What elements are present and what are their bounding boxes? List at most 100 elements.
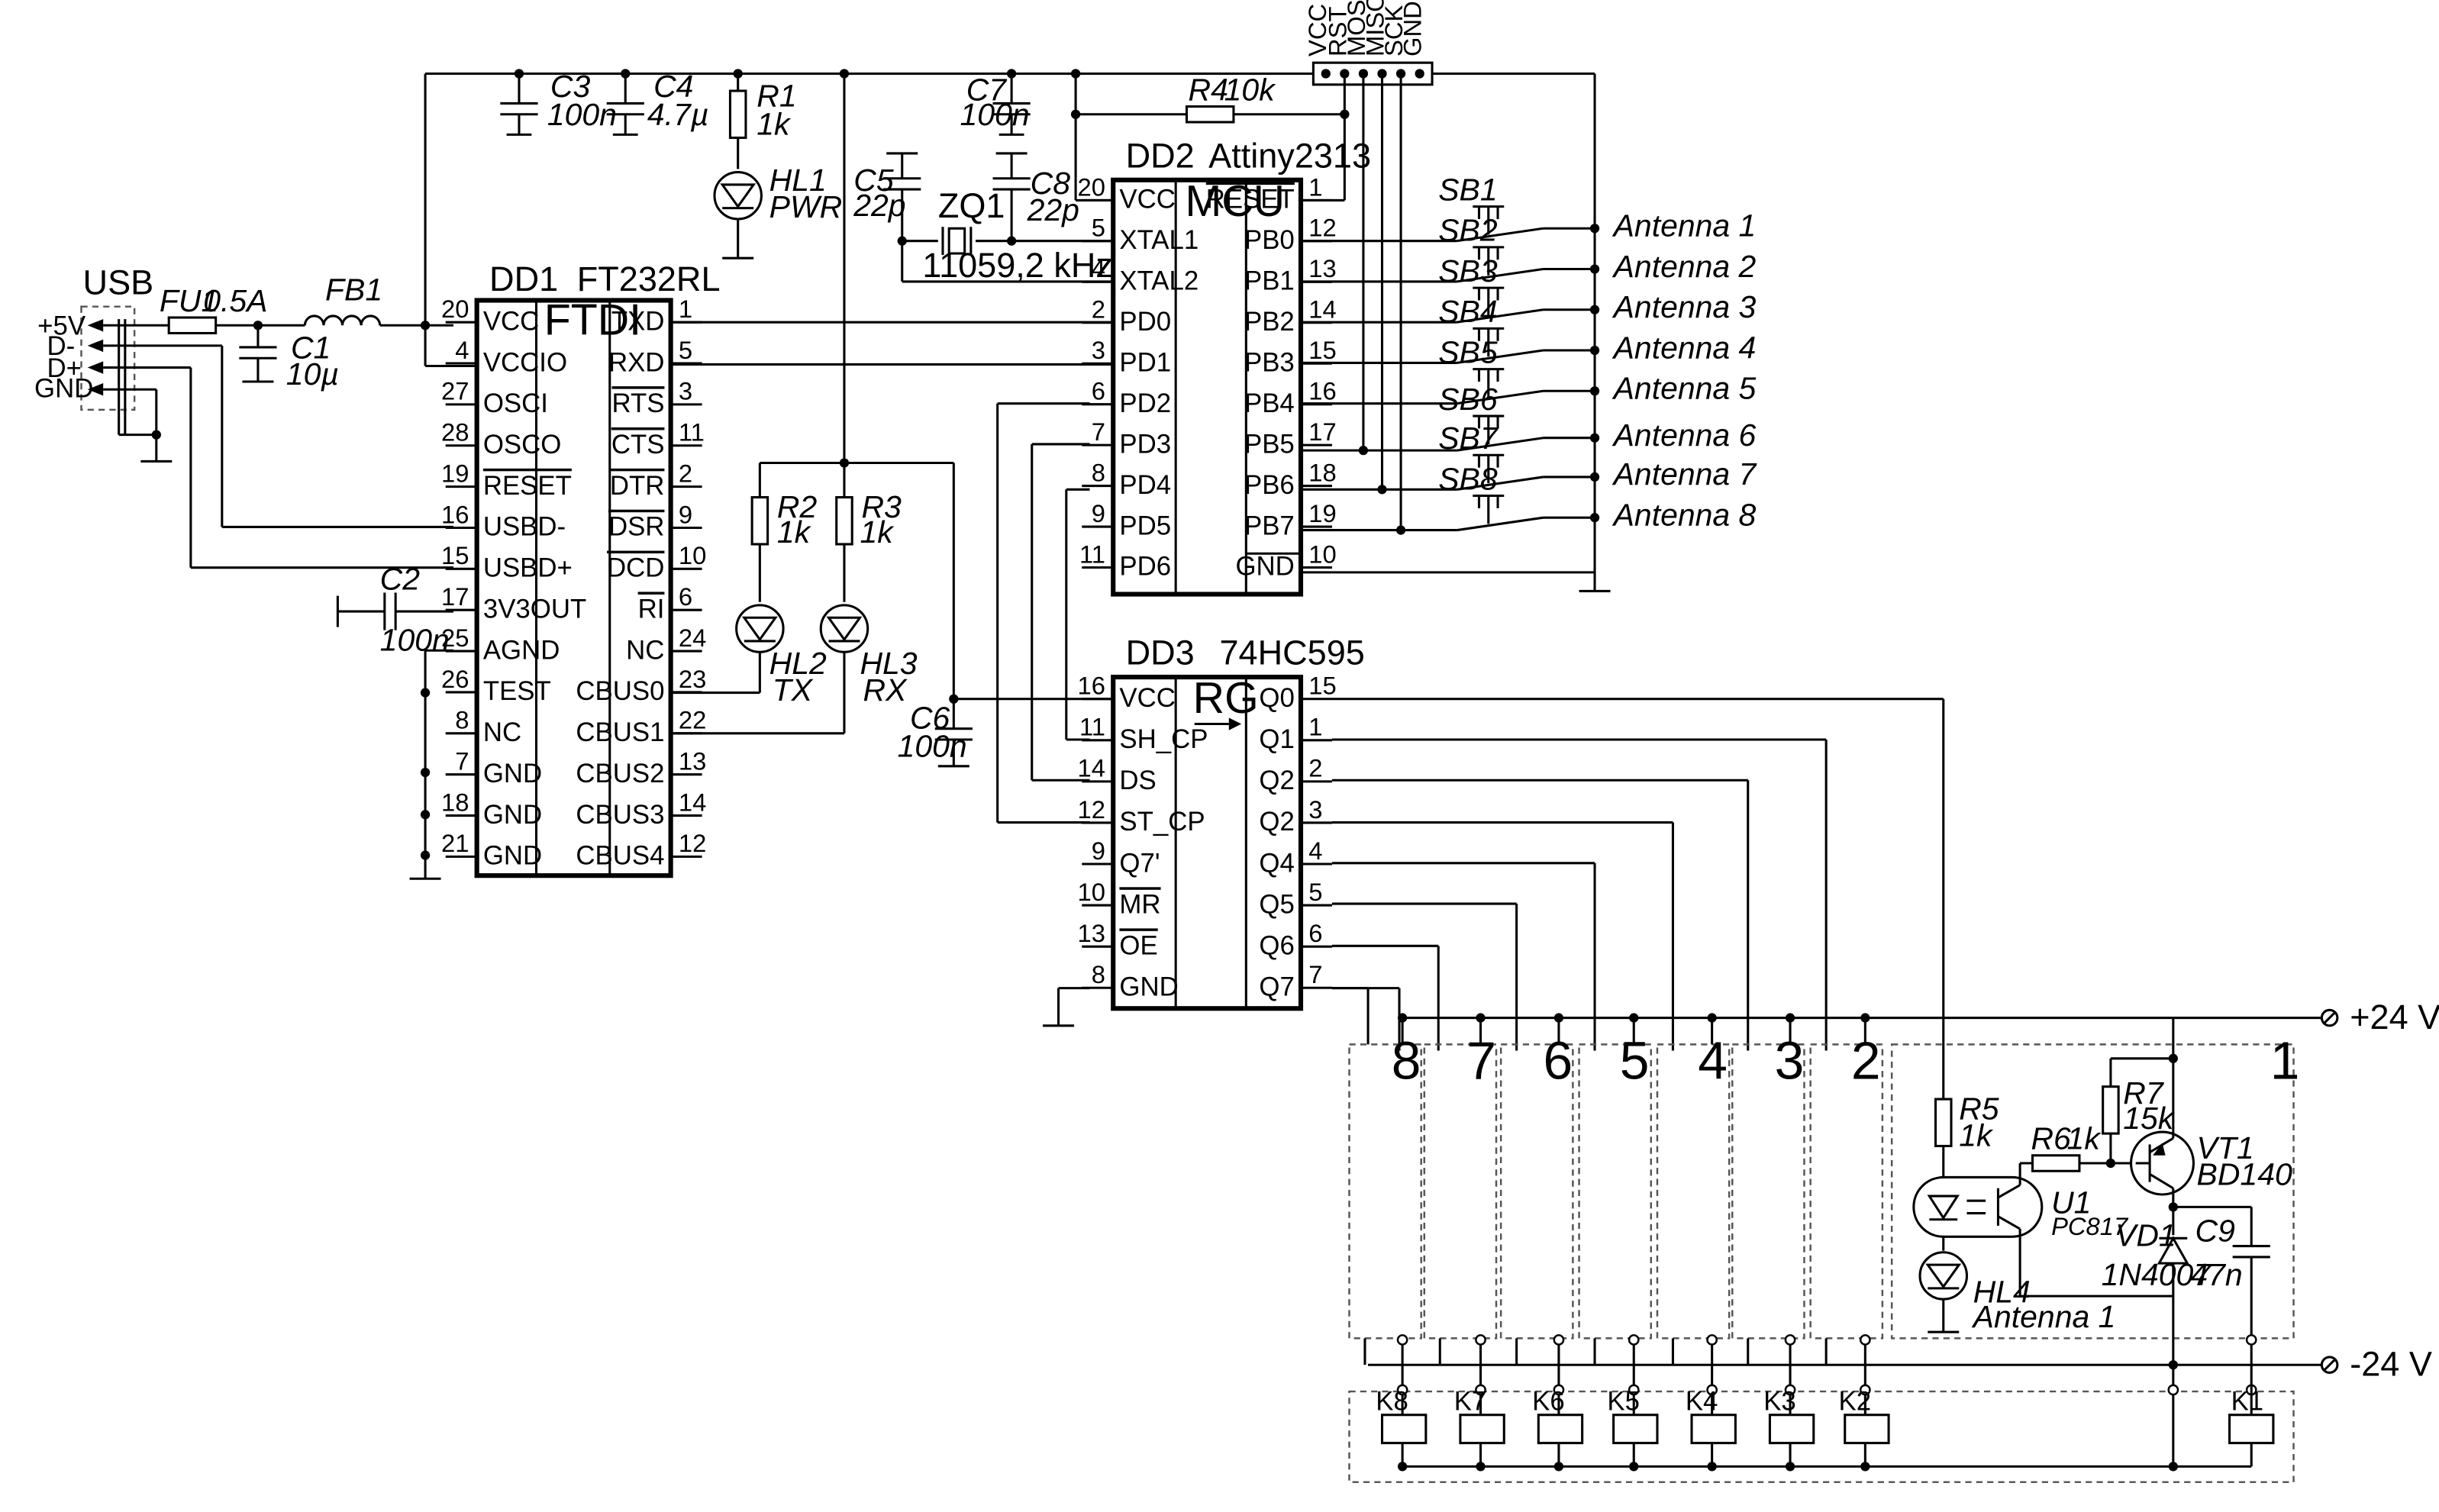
isp-sck: SCK xyxy=(1379,5,1408,56)
r7-ref: R7 xyxy=(2123,1075,2165,1111)
dd1-pin-number: 28 xyxy=(441,418,469,447)
u1-part: PC817 xyxy=(2051,1212,2129,1240)
antenna-label: Antenna 5 xyxy=(1611,371,1757,406)
dd1-pin-number: 13 xyxy=(679,747,706,775)
dd1-pin-label: CTS xyxy=(611,430,665,459)
dd1-pin-label: USBD+ xyxy=(483,553,573,583)
dd3-part: 74HC595 xyxy=(1220,633,1365,672)
dd3-pin-number: 4 xyxy=(1308,837,1322,865)
vcc-rail: C3 100n C4 4.7µ R1 1k HL1 PWR xyxy=(420,69,1611,592)
button-label[interactable]: SB1 xyxy=(1438,172,1497,207)
c5-value: 22p xyxy=(853,188,905,223)
c4-value: 4.7µ xyxy=(647,97,709,132)
dd2-pin-number: 8 xyxy=(1092,458,1105,486)
zq1-value: 11059,2 kHz xyxy=(922,246,1113,285)
channel-1-driver: R5 1k U1 PC817 HL4 Antenna 1 R6 1k R7 xyxy=(1912,698,2292,1472)
c6-ref: C6 xyxy=(910,701,950,736)
r3-value: 1k xyxy=(860,514,895,550)
dd1-part: FT232RL xyxy=(577,260,721,298)
dd2-pin-number: 10 xyxy=(1308,540,1336,568)
button-label[interactable]: SB3 xyxy=(1438,253,1498,289)
dd2-pin-label: PB7 xyxy=(1244,511,1295,540)
button-label[interactable]: SB6 xyxy=(1438,382,1498,417)
dd2-pin-label: RESET xyxy=(1206,185,1295,214)
r1-value: 1k xyxy=(757,106,792,141)
channel-number: 4 xyxy=(1698,1030,1728,1090)
relay-label: K8 xyxy=(1376,1387,1408,1417)
dd1-pin-number: 23 xyxy=(679,665,706,693)
vt1-part: BD140 xyxy=(2197,1157,2292,1192)
dd2-pin-label: PB5 xyxy=(1244,429,1295,459)
button-label[interactable]: SB7 xyxy=(1438,421,1499,456)
button-label[interactable]: SB2 xyxy=(1438,213,1498,248)
hl3-label: RX xyxy=(863,672,908,708)
dd3-pin-label: Q5 xyxy=(1259,889,1294,919)
channel-number: 2 xyxy=(1851,1030,1881,1090)
usb-connector: USB +5V D- D+ GND xyxy=(34,263,453,569)
r2-value: 1k xyxy=(777,514,812,550)
antenna-label: Antenna 6 xyxy=(1611,417,1757,453)
input-filter: FU1 0.5A FB1 C1 10µ xyxy=(160,272,453,392)
r6-ref: R6 xyxy=(2031,1121,2071,1156)
c2-ref: C2 xyxy=(380,561,421,596)
c7-value: 100n xyxy=(960,97,1030,132)
dd3-pin-number: 6 xyxy=(1308,919,1322,947)
dd3-pin-label: Q2 xyxy=(1259,766,1294,795)
relay-label: K3 xyxy=(1763,1387,1796,1417)
dd2-pin-label: PD1 xyxy=(1119,347,1171,377)
minus-24v-label: -24 V xyxy=(2350,1345,2432,1384)
r2-ref: R2 xyxy=(777,489,818,524)
dd1-func: FTDI xyxy=(544,296,641,345)
dd2-pin-number: 18 xyxy=(1308,458,1336,486)
dd1-pin-label: TXD xyxy=(611,306,665,336)
dd3-pin-number: 8 xyxy=(1092,960,1105,988)
isp-gnd: GND xyxy=(1399,1,1427,56)
button-label[interactable]: SB5 xyxy=(1438,334,1498,369)
dd3-pin-label: Q2 xyxy=(1259,807,1294,837)
dd1-pin-number: 4 xyxy=(455,336,469,364)
channel-number: 1 xyxy=(2270,1030,2300,1090)
dd1-pin-number: 6 xyxy=(679,582,692,611)
dd2-pin-number: 12 xyxy=(1308,214,1336,242)
c3-value: 100n xyxy=(547,97,617,132)
dd2-dd3-wiring xyxy=(996,402,1090,824)
u1-ref: U1 xyxy=(2051,1185,2091,1220)
dd2-pin-number: 14 xyxy=(1308,295,1336,324)
dd2-pin-label: PD6 xyxy=(1119,552,1171,582)
dd3-func: RG xyxy=(1193,674,1259,723)
dd1-pin-number: 17 xyxy=(441,582,469,611)
plus-24v-label: +24 V xyxy=(2350,998,2439,1036)
dd1-pin-number: 26 xyxy=(441,665,469,693)
button-label[interactable]: SB4 xyxy=(1438,294,1497,329)
relay-label: K5 xyxy=(1607,1387,1640,1417)
hl2-label: TX xyxy=(773,672,814,708)
relay-label: K6 xyxy=(1532,1387,1565,1417)
dd1-pin-number: 24 xyxy=(679,624,706,652)
dd2-pin-label: XTAL1 xyxy=(1119,225,1199,255)
dd1-pin-number: 22 xyxy=(679,706,706,734)
dd1-pin-number: 2 xyxy=(679,459,692,487)
dd1-pin-label: DTR xyxy=(610,471,665,501)
antenna-label: Antenna 3 xyxy=(1611,289,1757,324)
r6-value: 1k xyxy=(2067,1121,2102,1156)
vd1-part: 1N4007 xyxy=(2102,1257,2213,1292)
dd3-pin-number: 12 xyxy=(1078,795,1105,824)
vt1-ref: VT1 xyxy=(2197,1130,2254,1165)
dd1-pin-label: DSR xyxy=(608,512,664,542)
dd3-pin-number: 15 xyxy=(1308,672,1336,700)
dd2-pin-label: GND xyxy=(1235,552,1294,582)
button-label[interactable]: SB8 xyxy=(1438,461,1498,496)
c2-value: 100n xyxy=(380,622,450,657)
channel-number: 5 xyxy=(1620,1030,1650,1090)
dd1-pin-label: NC xyxy=(483,717,521,747)
hl4-label: Antenna 1 xyxy=(1971,1299,2116,1334)
dd1-pin-number: 27 xyxy=(441,377,469,405)
dd1-pin-number: 7 xyxy=(455,747,469,775)
hl1-label: PWR xyxy=(769,189,843,224)
dd1-pin-label: CBUS0 xyxy=(576,676,664,706)
crystal-circuit: C5 22p C8 22p ZQ1 11059,2 kHz xyxy=(853,152,1114,285)
